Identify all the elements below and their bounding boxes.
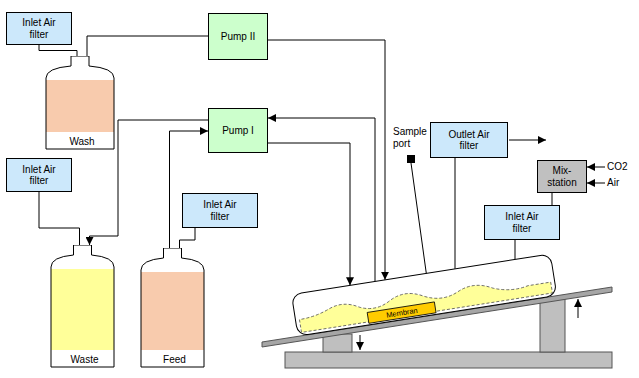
tube-connector: [552, 193, 553, 205]
tube-connector: [515, 240, 516, 259]
node-text: Inlet Air filter: [18, 164, 60, 187]
tube-connector: [39, 45, 77, 56]
culture-medium: [298, 271, 552, 332]
tube-connector: [268, 143, 350, 285]
culture-bag: Membran: [288, 248, 564, 340]
tube-connector: [455, 158, 456, 269]
node-text: Wash: [45, 136, 119, 148]
feed-bottle: Feed: [140, 248, 209, 368]
tube-connector: [180, 228, 196, 248]
tube-connector: [170, 131, 209, 248]
tube-connector: [39, 192, 80, 245]
bag-outline: [288, 248, 564, 340]
membrane: [367, 302, 436, 323]
node-text: Outlet Air filter: [448, 129, 490, 152]
air-filter-box: Inlet Air filter: [182, 193, 258, 228]
gas-inlet-arrow: [587, 183, 605, 184]
wash-bottle: Wash: [45, 56, 119, 150]
air-filter-box: Inlet Air filter: [6, 158, 72, 192]
tube-connector: [268, 40, 385, 280]
node-text: Pump II: [221, 31, 255, 43]
tube-connector: [268, 118, 375, 281]
exhaust-arrow: [509, 140, 546, 141]
bottle-body: [51, 245, 114, 367]
pump-box: Pump I: [208, 108, 268, 153]
bag-outline: [291, 254, 556, 336]
node-text: Mix-station: [541, 165, 583, 188]
bottle-body: [141, 248, 204, 367]
bottle-body: [46, 56, 114, 149]
bottle-liquid: [45, 80, 115, 132]
mix-station-box: Mix-station: [537, 160, 587, 193]
annotation-label: Air: [607, 177, 619, 189]
node-text: Feed: [140, 354, 209, 366]
bottle-outline: [141, 248, 204, 367]
motion-arrow: [578, 299, 579, 318]
rocker-base: [285, 352, 612, 368]
pump-box: Pump II: [208, 13, 268, 60]
motion-arrow: [360, 335, 361, 350]
bottle-liquid: [140, 272, 205, 350]
annotation-label: CO2: [607, 161, 628, 173]
bottle-outline: [140, 248, 205, 368]
air-filter-box: Inlet Air filter: [6, 12, 72, 45]
bottle-outline: [51, 245, 114, 367]
air-filter-box: Inlet Air filter: [484, 205, 560, 240]
right-support: [540, 299, 565, 352]
node-text: Inlet Air filter: [199, 199, 241, 222]
waste-bottle: Waste: [50, 245, 119, 368]
bottle-liquid: [50, 269, 115, 350]
bottle-outline: [46, 56, 114, 149]
annotation-label: Sample port: [393, 126, 435, 149]
node-text: Inlet Air filter: [501, 211, 543, 234]
node-text: Waste: [50, 354, 119, 366]
node-text: Inlet Air filter: [18, 17, 60, 40]
air-filter-box: Outlet Air filter: [430, 122, 508, 158]
gas-inlet-arrow: [587, 167, 605, 168]
bottle-outline: [50, 245, 115, 368]
sample-port-symbol: [407, 155, 415, 163]
tube-connector: [87, 36, 208, 56]
node-text: Pump I: [222, 125, 254, 137]
